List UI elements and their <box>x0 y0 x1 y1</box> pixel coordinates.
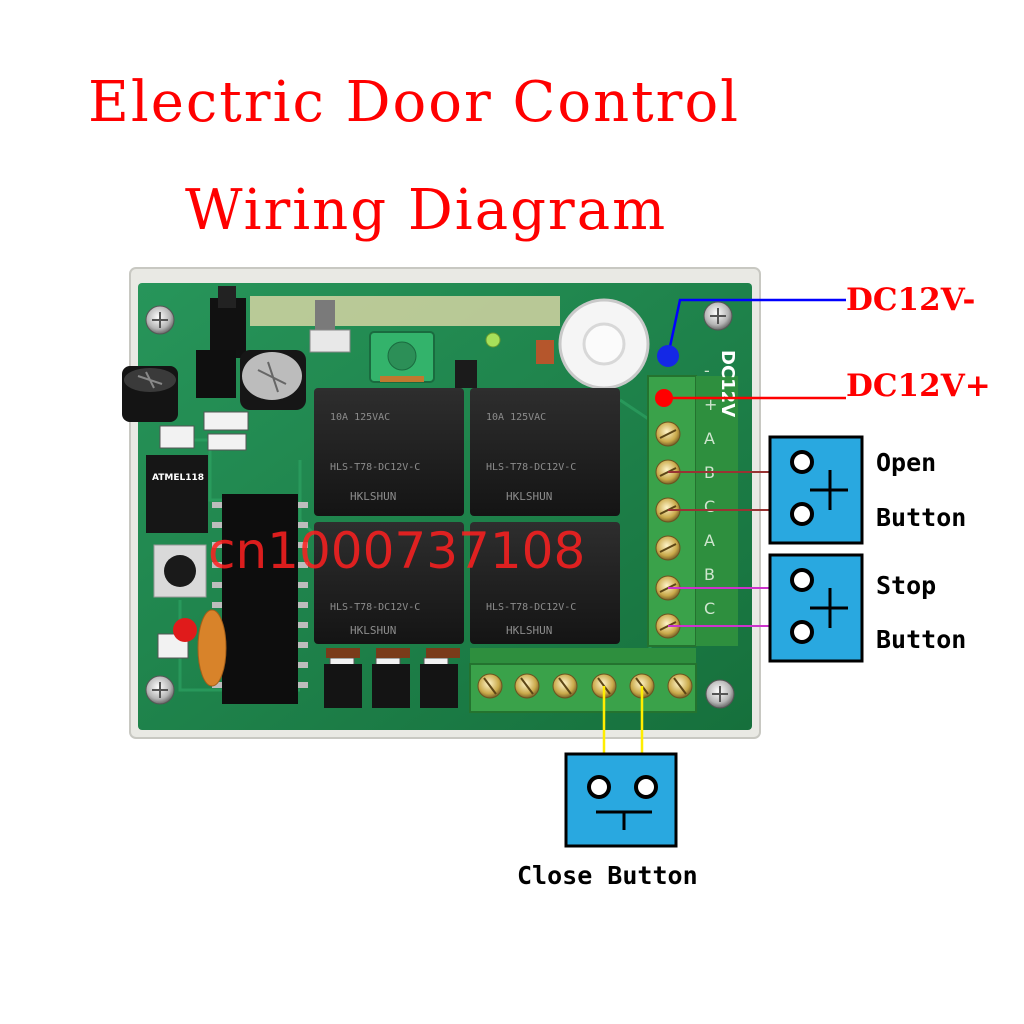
relay-1: 10A 125VAC HLS-T78-DC12V-C HKLSHUN <box>314 388 464 516</box>
svg-text:10A 125VAC: 10A 125VAC <box>486 412 546 423</box>
chip-label: ATMEL118 <box>152 473 204 483</box>
relay-board: ATMEL118 <box>122 267 761 739</box>
decoder-chip <box>212 494 308 704</box>
watermark: cn1000737108 <box>208 522 585 580</box>
component-white <box>309 329 351 353</box>
capacitor-right <box>240 350 306 410</box>
svg-text:HLS-T78-DC12V-C: HLS-T78-DC12V-C <box>486 462 576 473</box>
relay-3: HLS-T78-DC12V-C HKLSHUN <box>314 522 464 644</box>
capacitor-left <box>122 366 178 422</box>
label-open: Open <box>876 448 936 477</box>
svg-text:C: C <box>704 599 715 618</box>
led-green <box>485 332 501 348</box>
svg-text:+: + <box>704 395 717 414</box>
trimmer-knob <box>387 341 417 371</box>
close-button-symbol <box>564 752 678 848</box>
learn-button <box>153 544 207 598</box>
ceramic-capacitor <box>197 609 227 687</box>
relay-2: 10A 125VAC HLS-T78-DC12V-C HKLSHUN <box>470 388 620 516</box>
label-stop-button: Button <box>876 625 966 654</box>
svg-text:HLS-T78-DC12V-C: HLS-T78-DC12V-C <box>330 602 420 613</box>
component-small <box>315 300 335 330</box>
stop-button-symbol <box>768 553 864 663</box>
title-line-2: Wiring Diagram <box>185 178 667 243</box>
svg-text:HLS-T78-DC12V-C: HLS-T78-DC12V-C <box>330 462 420 473</box>
driver-transistors <box>324 664 458 708</box>
svg-text:HKLSHUN: HKLSHUN <box>350 624 396 637</box>
terminal-block-bottom <box>469 648 697 713</box>
label-stop: Stop <box>876 571 936 600</box>
label-open-button: Button <box>876 503 966 532</box>
toroid-hole <box>582 322 626 366</box>
svg-text:B: B <box>704 565 715 584</box>
svg-text:-: - <box>704 361 710 380</box>
relay-4: HLS-T78-DC12V-C HKLSHUN <box>470 522 620 644</box>
power-print: DC12V <box>717 350 738 417</box>
eeprom-chip: ATMEL118 <box>146 455 208 533</box>
wire-dc-positive <box>655 389 846 407</box>
title-line-1: Electric Door Control <box>88 70 740 135</box>
label-close-button: Close Button <box>517 861 698 890</box>
mounting-bolts <box>145 301 735 709</box>
svg-text:10A 125VAC: 10A 125VAC <box>330 412 390 423</box>
svg-text:HKLSHUN: HKLSHUN <box>350 490 396 503</box>
label-dc12v-positive: DC12V+ <box>846 368 991 404</box>
svg-text:HKLSHUN: HKLSHUN <box>506 490 552 503</box>
svg-text:A: A <box>704 429 715 448</box>
svg-text:C: C <box>704 497 715 516</box>
wire-dc-negative <box>657 298 846 367</box>
label-dc12v-negative: DC12V- <box>846 282 975 318</box>
diodes <box>326 648 460 658</box>
negative-terminal-dot <box>657 345 679 367</box>
positive-terminal-dot <box>655 389 673 407</box>
svg-text:HKLSHUN: HKLSHUN <box>506 624 552 637</box>
resistor-strip <box>380 376 424 382</box>
transistor-top <box>455 360 477 388</box>
inductor-coil <box>536 340 554 364</box>
led-red <box>173 618 197 642</box>
svg-text:A: A <box>704 531 715 550</box>
voltage-regulator <box>196 350 236 398</box>
open-button-symbol <box>768 435 864 545</box>
rf-module <box>250 296 560 326</box>
svg-text:HLS-T78-DC12V-C: HLS-T78-DC12V-C <box>486 602 576 613</box>
jumper-cap <box>218 286 236 308</box>
